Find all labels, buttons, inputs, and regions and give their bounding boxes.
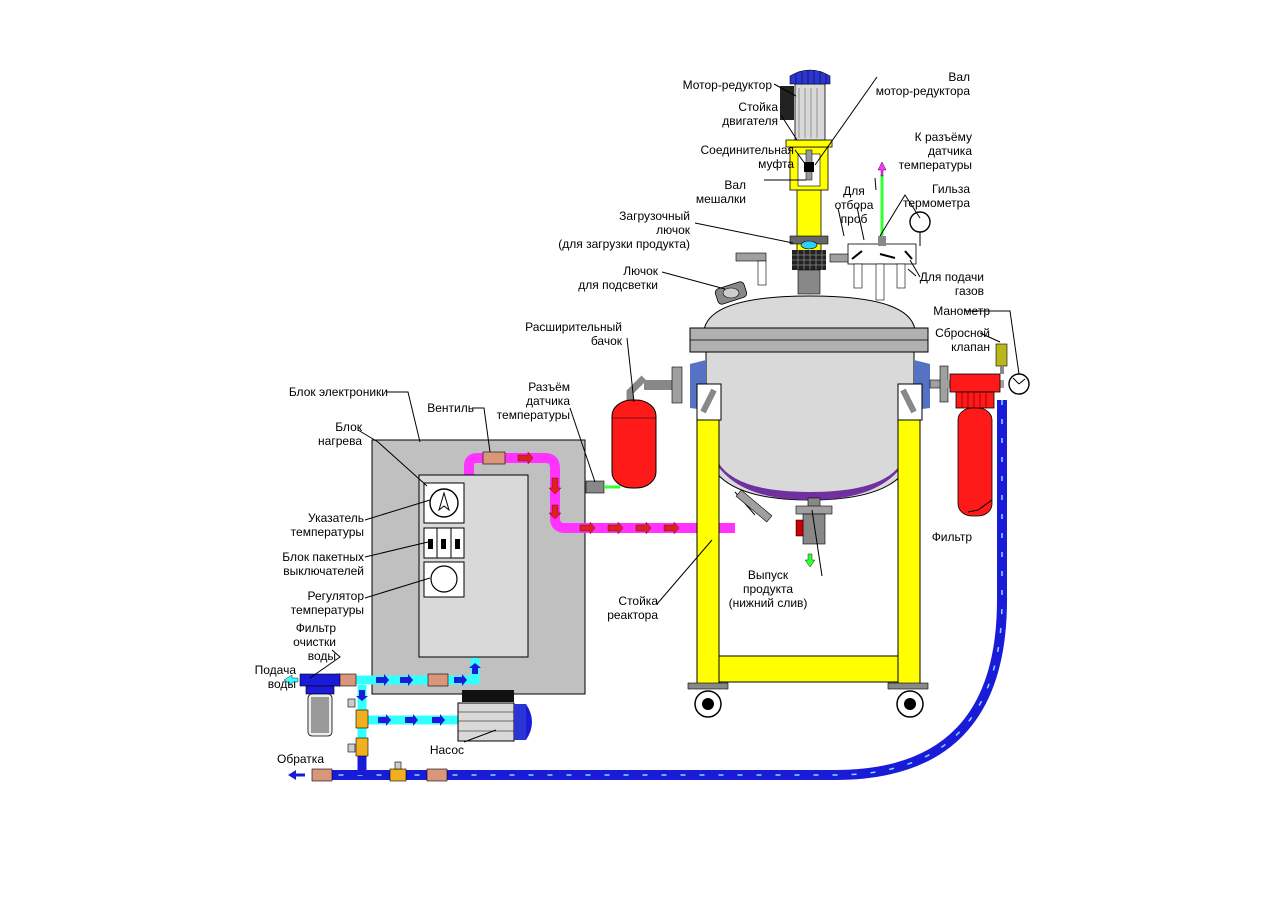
leader-lines [309, 76, 1020, 743]
loading-hatch [800, 240, 818, 250]
label-temp-sensor-connector: К разъёму датчика температуры [898, 130, 972, 172]
return-pipe [288, 400, 1007, 782]
expansion-tank [585, 366, 683, 494]
label-return: Обратка [277, 752, 324, 766]
heating-valve [482, 451, 506, 465]
water-in-arrow-icon [283, 674, 299, 686]
thermometer-icon [909, 211, 931, 233]
water-filter [299, 673, 341, 687]
label-product-outlet: Выпуск продукта (нижний слив) [728, 568, 808, 610]
water-pipe [283, 658, 481, 775]
reactor-stand [687, 383, 929, 718]
label-filter: Фильтр [931, 530, 972, 544]
label-gas-supply: Для подачи газов [919, 270, 984, 298]
lid-equipment [714, 161, 931, 305]
label-heating-block: Блок нагрева [318, 420, 362, 448]
relief-valve [995, 343, 1008, 367]
label-temp-sensor-socket: Разъём датчика температуры [496, 380, 570, 422]
pump [457, 690, 532, 742]
gauge-needle-icon [438, 491, 450, 512]
heating-pipe [464, 451, 735, 535]
label-water-supply: Подача воды [254, 663, 296, 691]
label-temp-indicator: Указатель температуры [290, 511, 364, 539]
label-loading-hatch: Загрузочный лючок (для загрузки продукта… [558, 209, 690, 251]
label-relief-valve: Сбросной клапан [935, 326, 990, 354]
label-valve: Вентиль [427, 401, 474, 415]
label-reactor-stand: Стойка реактора [607, 594, 658, 622]
label-motor-stand: Стойка двигателя [722, 100, 778, 128]
label-temp-regulator: Регулятор температуры [290, 589, 364, 617]
return-valve [311, 768, 333, 782]
label-switch-block: Блок пакетных выключателей [282, 550, 364, 578]
label-motor-reducer: Мотор-редуктор [682, 78, 772, 92]
label-stirrer-shaft: Вал мешалки [695, 178, 746, 206]
label-expansion-tank: Расширительный бачок [525, 320, 622, 348]
label-manometer: Манометр [933, 304, 990, 318]
heating-block [418, 474, 529, 658]
return-arrow-icon [288, 770, 296, 780]
label-coupling: Соединительная муфта [700, 143, 794, 171]
label-electronics-block: Блок электроники [288, 385, 388, 399]
label-thermometer-sleeve: Гильза термометра [902, 182, 970, 210]
filter-assembly [942, 343, 1030, 517]
label-motor-shaft: Вал мотор-редуктора [875, 70, 970, 98]
label-pump: Насос [429, 743, 464, 757]
motor-assembly [780, 69, 833, 295]
outlet-arrow-icon [804, 553, 816, 568]
label-light-hatch: Лючок для подсветки [578, 264, 658, 292]
temperature-socket [585, 480, 605, 494]
label-sampling: Для отбора проб [834, 184, 874, 226]
label-water-filter: Фильтр очистки воды [293, 621, 336, 663]
